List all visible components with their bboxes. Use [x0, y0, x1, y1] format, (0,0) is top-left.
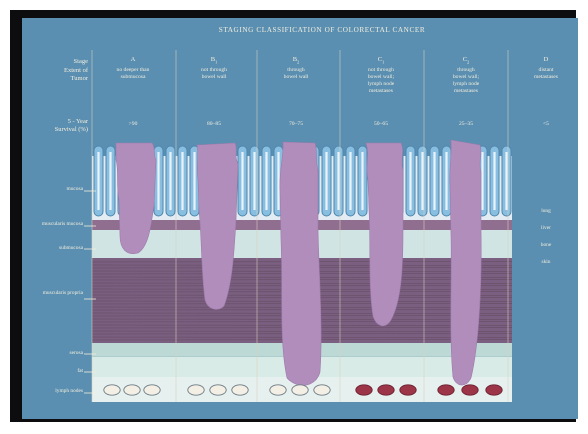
- stage-b2-survival: 70–75: [289, 121, 303, 127]
- layer-label-fat: fat: [77, 369, 83, 375]
- layer-label-lymph-nodes: lymph nodes: [53, 389, 83, 395]
- layer-label-muscularis-mucosa: muscularis mucosa: [39, 222, 83, 228]
- distant-site-liver: liver: [541, 226, 551, 232]
- lymph-node-negative: [292, 385, 308, 395]
- stage-c2-extent-2: bowel wall;: [453, 74, 479, 80]
- stage-d-extent-2: metastases: [534, 74, 558, 80]
- stage-row-label: Stage: [74, 58, 88, 65]
- stage-a-extent-1: no deeper than: [117, 67, 150, 73]
- extent-row-label-line1: Extent of: [64, 67, 88, 74]
- lymph-node-negative: [104, 385, 120, 395]
- layer-label-serosa: serosa: [70, 351, 83, 357]
- stage-c1-label: C1: [378, 56, 385, 65]
- lymph-node-positive: [438, 385, 454, 395]
- stage-d-survival: <5: [543, 121, 549, 127]
- lymph-node-positive: [462, 385, 478, 395]
- tumor-stage-b2: [280, 142, 321, 385]
- distant-site-lung: lung: [541, 209, 551, 215]
- lymph-node-positive: [378, 385, 394, 395]
- lymph-node-negative: [270, 385, 286, 395]
- diagram-title: STAGING CLASSIFICATION OF COLORECTAL CAN…: [219, 27, 425, 35]
- stage-b1-extent-2: bowel wall: [202, 74, 227, 80]
- stage-a-extent-2: submucosa: [121, 74, 146, 80]
- stage-b1-extent-1: not through: [201, 67, 227, 73]
- stage-c1-extent-3: lymph node: [368, 81, 395, 87]
- stage-c2-extent-3: lymph node: [453, 81, 480, 87]
- stage-b2-extent-2: bowel wall: [284, 74, 309, 80]
- distant-site-bone: bone: [541, 243, 551, 249]
- survival-row-label-line1: 5 - Year: [68, 118, 88, 125]
- stage-c2-survival: 25–35: [459, 121, 473, 127]
- lymph-node-negative: [124, 385, 140, 395]
- layer-label-submucosa: submucosa: [59, 246, 83, 252]
- lymph-node-positive: [356, 385, 372, 395]
- stage-c2-extent-1: through: [457, 67, 474, 73]
- stage-c1-survival: 50–65: [374, 121, 388, 127]
- lymph-node-negative: [210, 385, 226, 395]
- lymph-node-negative: [188, 385, 204, 395]
- stage-d-label: D: [544, 56, 549, 63]
- stage-c1-extent-4: metastases: [369, 88, 393, 94]
- stage-b1-label: B1: [211, 56, 218, 65]
- stage-c1-extent-2: bowel wall;: [368, 74, 394, 80]
- stage-b2-extent-1: through: [287, 67, 304, 73]
- stage-a-survival: >90: [129, 121, 138, 127]
- stage-c1-extent-1: not through: [368, 67, 394, 73]
- layer-label-muscularis-propria: muscularis propria: [39, 291, 83, 297]
- stage-b2-label: B2: [293, 56, 300, 65]
- lymph-node-positive: [486, 385, 502, 395]
- survival-row-label-line2: Survival (%): [55, 126, 88, 133]
- extent-row-label-line2: Tumor: [71, 75, 88, 82]
- stage-c2-label: C2: [463, 56, 470, 65]
- stage-b1-survival: 80–85: [207, 121, 221, 127]
- lymph-node-negative: [314, 385, 330, 395]
- lymph-node-positive: [400, 385, 416, 395]
- tumor-stage-c1: [366, 143, 403, 326]
- distant-site-skin: skin: [542, 260, 551, 266]
- lymph-node-negative: [144, 385, 160, 395]
- layer-label-mucosa: mucosa: [67, 187, 83, 193]
- lymph-node-negative: [232, 385, 248, 395]
- stage-d-extent-1: distant: [539, 67, 554, 73]
- stage-c2-extent-4: metastases: [454, 88, 478, 94]
- stage-a-label: A: [131, 56, 136, 63]
